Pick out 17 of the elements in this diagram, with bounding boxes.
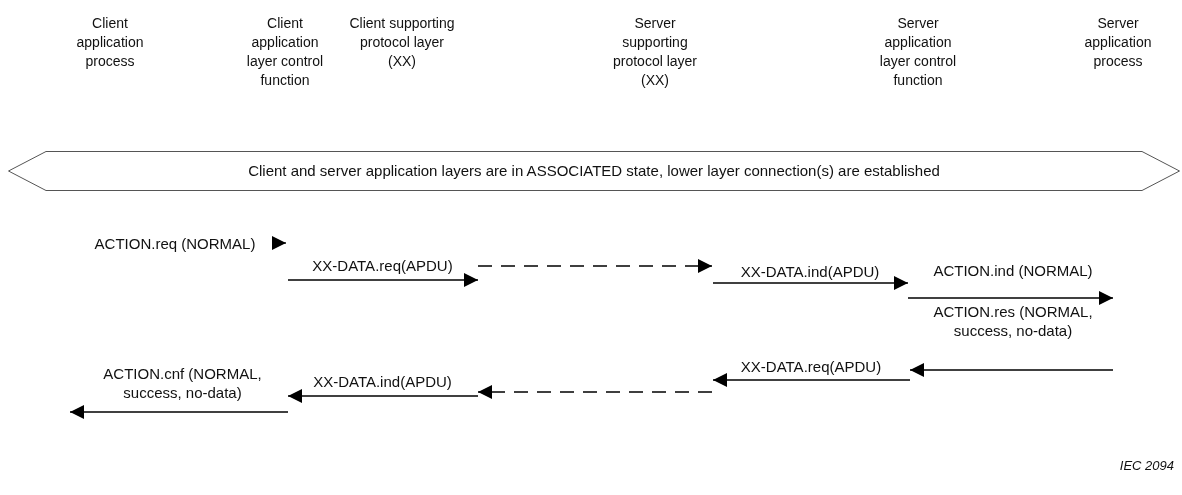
lane-heading: Server application process (1068, 14, 1168, 71)
lane-heading: Server application layer control function (868, 14, 968, 90)
message-label: ACTION.ind (NORMAL) (932, 261, 1094, 280)
state-band (8, 151, 1180, 191)
lane-heading: Client application process (60, 14, 160, 71)
message-label: ACTION.res (NORMAL, success, no-data) (932, 302, 1094, 340)
figure-number: IEC 2094 (1119, 458, 1174, 473)
lane-heading: Client application layer control function (235, 14, 335, 90)
message-label: ACTION.req (NORMAL) (93, 234, 257, 253)
message-label: XX-DATA.req(APDU) (311, 256, 454, 275)
message-label: XX-DATA.ind(APDU) (739, 262, 881, 281)
message-label: ACTION.cnf (NORMAL, success, no-data) (102, 364, 263, 402)
lane-heading: Server supporting protocol layer (XX) (601, 14, 709, 90)
state-text: Client and server application layers are in ASSOCIATED state, lower layer connection(s) are established (247, 161, 941, 180)
message-label: XX-DATA.ind(APDU) (312, 372, 453, 391)
message-label: XX-DATA.req(APDU) (739, 357, 883, 376)
lane-heading: Client supporting protocol layer (XX) (348, 14, 456, 71)
